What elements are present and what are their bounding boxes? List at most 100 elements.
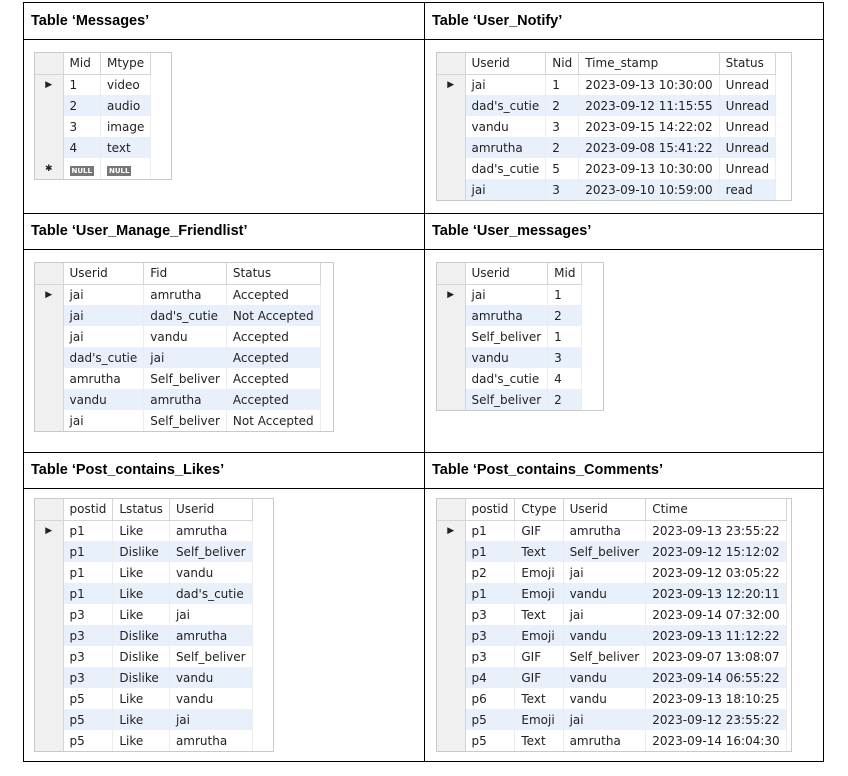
table-cell[interactable]: Like [112,562,170,583]
null-cell[interactable]: NULL [100,158,152,179]
table-cell[interactable]: jai [63,284,145,305]
table-cell[interactable]: 2 [547,305,583,326]
table-cell[interactable]: GIF [514,520,564,541]
column-header[interactable]: Nid [545,53,580,75]
table-cell[interactable]: Emoji [514,625,564,646]
table-cell[interactable]: 2023-09-13 11:12:22 [645,625,787,646]
table-cell[interactable]: vandu [143,326,227,347]
table-cell[interactable]: jai [465,284,549,305]
table-cell[interactable]: Accepted [226,284,321,305]
table-cell[interactable]: 2023-09-15 14:22:02 [578,116,720,137]
table-cell[interactable]: p3 [63,646,114,667]
table-cell[interactable]: p1 [465,583,516,604]
column-header[interactable]: Ctime [645,499,787,521]
table-cell[interactable]: Self_beliver [563,646,647,667]
table-cell[interactable]: 2023-09-13 10:30:00 [578,158,720,179]
table-cell[interactable]: 3 [545,179,580,200]
table-cell[interactable]: jai [465,179,547,200]
table-cell[interactable]: vandu [563,583,647,604]
table-cell[interactable]: Unread [719,137,777,158]
table-cell[interactable]: dad's_cutie [63,347,145,368]
table-cell[interactable]: Unread [719,74,777,95]
table-cell[interactable]: Like [112,583,170,604]
table-cell[interactable]: video [100,74,152,95]
table-cell[interactable]: 2 [63,95,101,116]
table-cell[interactable]: 2023-09-10 10:59:00 [578,179,720,200]
table-cell[interactable]: p1 [465,520,516,541]
table-cell[interactable]: p3 [63,604,114,625]
table-cell[interactable]: vandu [169,688,253,709]
table-cell[interactable]: p5 [465,730,516,751]
table-cell[interactable]: Self_beliver [465,389,549,410]
table-cell[interactable]: Dislike [112,667,170,688]
table-cell[interactable]: p3 [63,667,114,688]
table-cell[interactable]: p1 [63,541,114,562]
table-cell[interactable]: dad's_cutie [465,368,549,389]
table-cell[interactable]: p5 [465,709,516,730]
table-cell[interactable]: image [100,116,152,137]
table-cell[interactable]: vandu [465,116,547,137]
table-cell[interactable]: p1 [63,583,114,604]
table-cell[interactable]: GIF [514,667,564,688]
column-header[interactable]: Userid [465,263,549,285]
column-header[interactable]: Lstatus [112,499,170,521]
table-cell[interactable]: 2023-09-12 11:15:55 [578,95,720,116]
table-cell[interactable]: vandu [563,667,647,688]
table-cell[interactable]: dad's_cutie [465,158,547,179]
table-cell[interactable]: jai [563,709,647,730]
table-cell[interactable]: p1 [63,562,114,583]
table-cell[interactable]: 4 [547,368,583,389]
table-cell[interactable]: Like [112,709,170,730]
table-cell[interactable]: amrutha [143,284,227,305]
table-cell[interactable]: 4 [63,137,101,158]
table-cell[interactable]: vandu [63,389,145,410]
table-cell[interactable]: Text [514,604,564,625]
table-cell[interactable]: Text [514,688,564,709]
table-cell[interactable]: jai [563,562,647,583]
table-cell[interactable]: 1 [547,284,583,305]
column-header[interactable]: Status [226,263,321,285]
table-cell[interactable]: 2023-09-13 18:10:25 [645,688,787,709]
table-cell[interactable]: 1 [547,326,583,347]
table-cell[interactable]: Emoji [514,583,564,604]
table-cell[interactable]: amrutha [143,389,227,410]
table-cell[interactable]: Dislike [112,541,170,562]
table-cell[interactable]: amrutha [63,368,145,389]
table-cell[interactable]: 2 [545,137,580,158]
table-cell[interactable]: Text [514,730,564,751]
table-cell[interactable]: dad's_cutie [143,305,227,326]
table-cell[interactable]: 2023-09-12 23:55:22 [645,709,787,730]
table-cell[interactable]: 2023-09-13 10:30:00 [578,74,720,95]
table-cell[interactable]: GIF [514,646,564,667]
column-header[interactable]: Status [719,53,777,75]
column-header[interactable]: postid [63,499,114,521]
table-cell[interactable]: p3 [465,646,516,667]
table-cell[interactable]: Unread [719,116,777,137]
table-cell[interactable]: Like [112,688,170,709]
table-cell[interactable]: 2023-09-13 23:55:22 [645,520,787,541]
table-cell[interactable]: 2023-09-08 15:41:22 [578,137,720,158]
